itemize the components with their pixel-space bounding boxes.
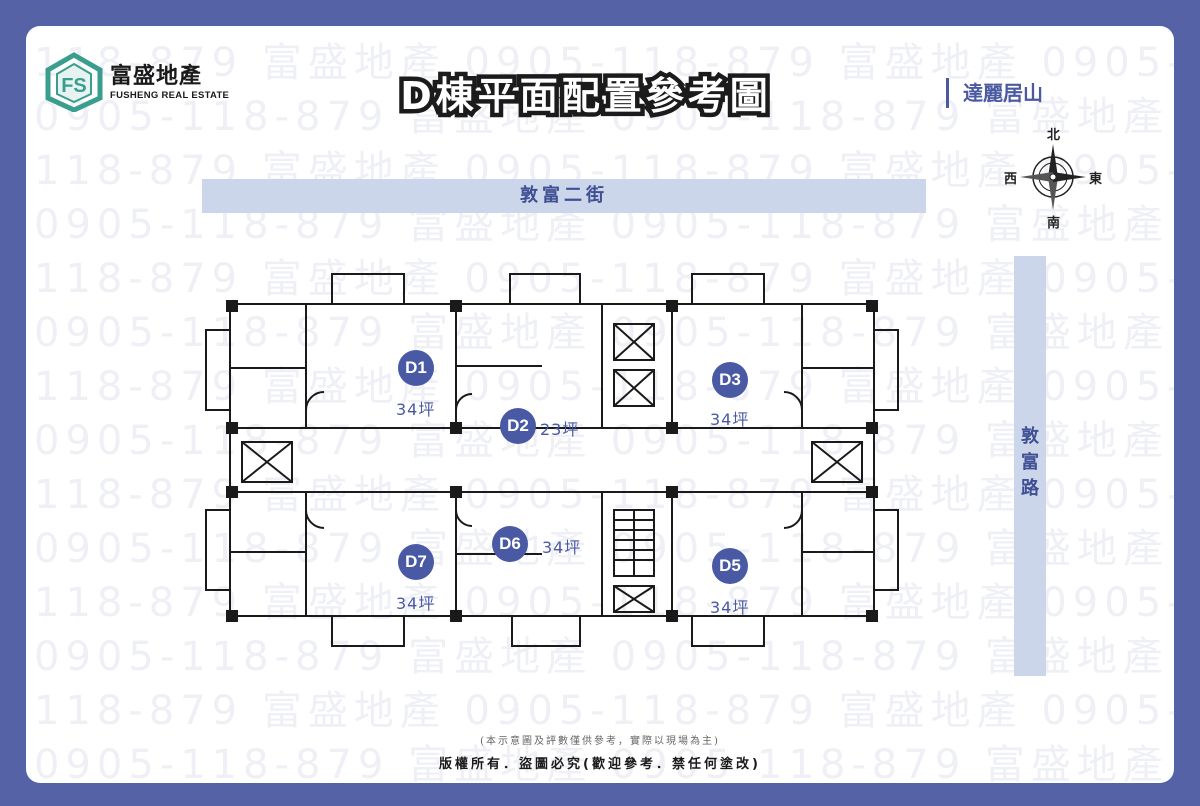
street-horizontal-label: 敦富二街 <box>202 179 926 213</box>
unit-d3-badge: D3 <box>712 362 748 398</box>
brand-english-name: FUSHENG REAL ESTATE <box>110 90 230 101</box>
unit-d5-badge: D5 <box>712 548 748 584</box>
disclaimer-text: (本示意圖及評數僅供參考，實際以現場為主) <box>480 736 720 747</box>
unit-d2-badge: D2 <box>500 408 536 444</box>
unit-d6-size: 34坪 <box>542 538 582 557</box>
unit-d7-badge: D7 <box>398 544 434 580</box>
compass-south-label: 南 <box>1047 216 1061 231</box>
watermark-line: 118-879 富盛地產 0905-118-879 富盛地產 0905-118 <box>34 688 1174 734</box>
brand-logo: FS 富盛地產 FUSHENG REAL ESTATE <box>44 52 264 112</box>
compass-north-label: 北 <box>1047 128 1061 143</box>
floor-plan-drawing <box>205 273 899 647</box>
unit-d7-size: 34坪 <box>396 594 436 613</box>
brand-name: 富盛地產 <box>110 64 203 89</box>
page-title: D棟平面配置參考圖 D棟平面配置參考圖 <box>356 68 816 124</box>
unit-d2-size: 23坪 <box>540 420 580 439</box>
unit-d1-badge: D1 <box>398 350 434 386</box>
compass-east-label: 東 <box>1089 172 1103 187</box>
title-text: D棟平面配置參考圖 <box>400 74 772 118</box>
logo-letters: FS <box>61 75 87 97</box>
unit-d6-badge: D6 <box>492 526 528 562</box>
compass-rose: 北 南 東 西 <box>998 122 1108 232</box>
copyright-text: 版權所有．盜圖必究(歡迎參考．禁任何塗改) <box>439 757 761 772</box>
floor-plan-card: 118-879 富盛地產 0905-118-879 富盛地產 0905-118 … <box>26 26 1174 783</box>
unit-d1-size: 34坪 <box>396 400 436 419</box>
floor-plan: D1 34坪 D2 23坪 D3 34坪 D5 34坪 D6 34坪 D7 34… <box>202 270 902 650</box>
unit-d3-size: 34坪 <box>710 410 750 429</box>
logo-mark-icon: FS <box>45 52 103 112</box>
unit-d5-size: 34坪 <box>710 598 750 617</box>
compass-west-label: 西 <box>1004 172 1018 187</box>
street-vertical-label: 敦富路 <box>1021 426 1039 499</box>
title-outline: D棟平面配置參考圖 <box>396 70 773 123</box>
street-vertical-band <box>1014 256 1046 676</box>
compass-icon <box>1020 144 1086 210</box>
project-name: 達麗居山 <box>946 78 1043 108</box>
